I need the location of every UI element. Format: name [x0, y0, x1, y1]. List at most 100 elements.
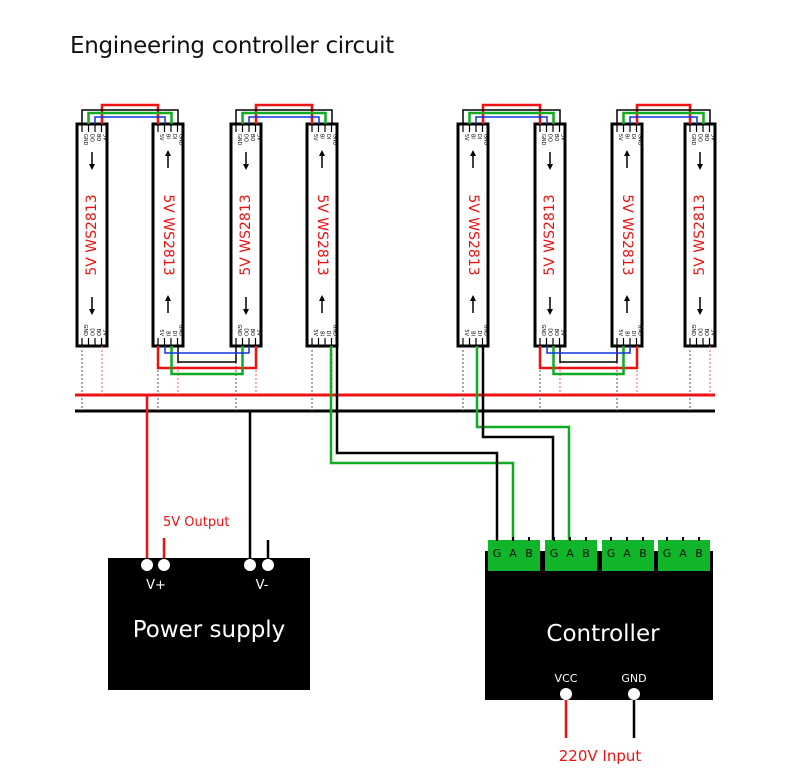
pin-label: DO	[243, 328, 249, 336]
pin-label: BI	[470, 134, 476, 139]
pin-label: DI	[630, 134, 636, 139]
arrow-down-icon	[547, 309, 553, 315]
pin-label: GND	[540, 325, 546, 337]
pin-label: 5V	[617, 134, 623, 141]
pin-label: BO	[95, 329, 101, 336]
strip-label: 5V WS2813	[160, 194, 176, 275]
strip-label: 5V WS2813	[542, 194, 558, 275]
pin-label: BO	[553, 329, 559, 336]
pin-label: DI	[630, 331, 636, 336]
psu-title: Power supply	[133, 617, 286, 643]
jumper-power	[254, 103, 314, 124]
jumper-data	[241, 111, 327, 124]
jumper-backup	[546, 346, 631, 354]
jumper-backup	[248, 116, 320, 124]
terminal-pin-label: A	[679, 547, 687, 560]
psu-output-label: 5V Output	[163, 515, 229, 530]
strip-label: 5V WS2813	[314, 194, 330, 275]
arrow-down-icon	[547, 164, 553, 170]
pin-label: BI	[624, 331, 630, 336]
psu-terminal	[262, 559, 274, 571]
jumper-data	[468, 111, 555, 124]
jumper-ground	[616, 109, 711, 124]
strip-label: 5V WS2813	[84, 194, 100, 275]
pin-label: 5V	[463, 329, 469, 336]
strip-body	[610, 122, 644, 348]
pin-label: 5V	[256, 329, 262, 336]
pin-label: DO	[89, 134, 95, 142]
psu-vminus-label: V-	[256, 578, 269, 593]
pin-label: GND	[637, 325, 643, 337]
jumper-power	[481, 103, 542, 124]
pin-label: DO	[697, 134, 703, 142]
jumper-data	[552, 346, 625, 376]
pin-label: BO	[95, 134, 101, 141]
pin-label: GND	[332, 134, 338, 146]
pin-label: BI	[165, 331, 171, 336]
pin-label: DO	[243, 134, 249, 142]
pin-label: DO	[547, 134, 553, 142]
terminal-pin-label: G	[493, 547, 502, 560]
pin-label: GND	[332, 325, 338, 337]
controller-box	[485, 551, 713, 700]
terminal-block	[545, 540, 597, 571]
diagram-title: Engineering controller circuit	[70, 33, 394, 59]
jumper-backup	[164, 346, 250, 354]
pin-label: BI	[319, 134, 325, 139]
terminal-pin-label: B	[582, 547, 590, 560]
strip-label: 5V WS2813	[238, 194, 254, 275]
arrow-up-icon	[165, 150, 171, 156]
terminal-pin-label: A	[509, 547, 517, 560]
jumper-data	[622, 111, 705, 124]
data-wire-port2	[475, 346, 571, 545]
power-buses	[75, 393, 715, 413]
controller-title: Controller	[546, 621, 660, 647]
pin-label: DO	[697, 328, 703, 336]
terminal-pin-label: B	[695, 547, 703, 560]
pin-label: BI	[319, 331, 325, 336]
arrow-down-icon	[697, 309, 703, 315]
jumper-power	[538, 346, 639, 370]
pin-label: DI	[325, 331, 331, 336]
pin-label: BO	[553, 134, 559, 141]
terminal-pin-label: G	[550, 547, 559, 560]
arrow-down-icon	[243, 164, 249, 170]
strip-label: 5V WS2813	[619, 194, 635, 275]
pin-label: BI	[624, 134, 630, 139]
strip-label: 5V WS2813	[692, 194, 708, 275]
terminal-pin-label: B	[639, 547, 647, 560]
pin-label: 5V	[158, 134, 164, 141]
pin-label: BI	[470, 331, 476, 336]
pin-label: DO	[547, 328, 553, 336]
pin-label: GND	[236, 134, 242, 146]
pin-label: GND	[178, 134, 184, 146]
terminal-pin-label: A	[566, 547, 574, 560]
pin-label: 5V	[463, 134, 469, 141]
strip-label: 5V WS2813	[465, 194, 481, 275]
terminal-pin-label: A	[623, 547, 631, 560]
pin-label: BO	[249, 329, 255, 336]
psu-box	[108, 558, 310, 690]
jumper-data	[170, 346, 244, 376]
pin-label: GND	[178, 325, 184, 337]
pin-label: GND	[82, 325, 88, 337]
pin-label: 5V	[256, 134, 262, 141]
terminal-pin-label: G	[607, 547, 616, 560]
arrow-up-icon	[624, 295, 630, 301]
jumper-backup	[629, 116, 698, 124]
pin-label: DI	[476, 134, 482, 139]
pin-label: 5V	[102, 329, 108, 336]
controller-gnd-label: GND	[621, 672, 646, 685]
vcc-terminal	[560, 688, 572, 700]
